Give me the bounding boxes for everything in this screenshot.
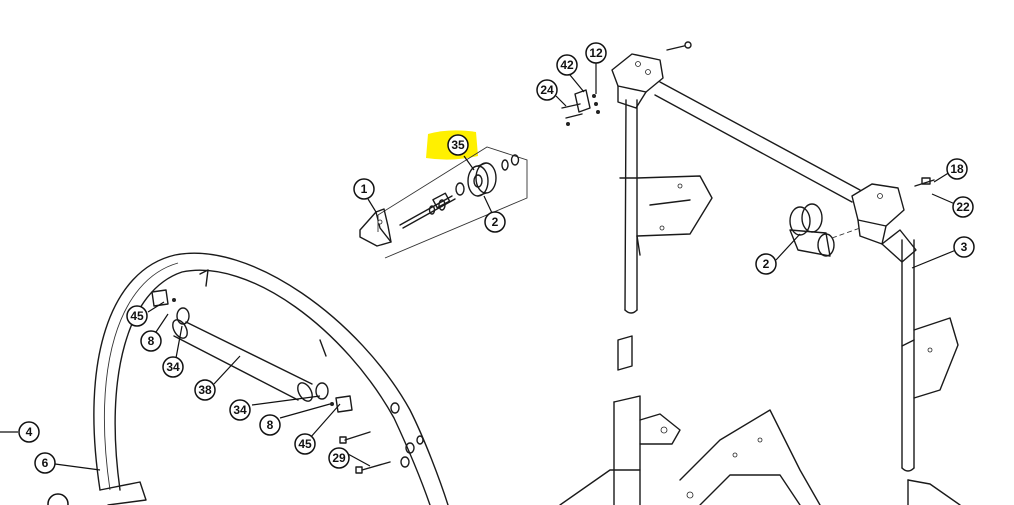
callout-layer: 35 1 2 42 12 24 18 22 [18, 42, 975, 474]
callout-1-label: 1 [361, 182, 368, 196]
roller-subassembly [359, 146, 528, 259]
callout-8b-label: 8 [267, 418, 274, 432]
callout-35-label: 35 [451, 138, 465, 152]
callout-42-label: 42 [560, 58, 574, 72]
callout-2b[interactable]: 2 [755, 253, 777, 275]
callout-6[interactable]: 6 [34, 452, 56, 474]
callout-4-label: 4 [26, 425, 33, 439]
callout-2a[interactable]: 2 [484, 211, 506, 233]
callout-12[interactable]: 12 [585, 42, 607, 64]
callout-18[interactable]: 18 [946, 158, 968, 180]
callout-8a-label: 8 [148, 334, 155, 348]
frame-assembly [559, 41, 961, 505]
leader-lines [0, 63, 957, 505]
callout-22[interactable]: 22 [952, 196, 974, 218]
callout-12-label: 12 [589, 46, 603, 60]
callout-34b-label: 34 [233, 403, 247, 417]
callout-18-label: 18 [950, 162, 964, 176]
callout-34b[interactable]: 34 [229, 399, 251, 421]
callout-8b[interactable]: 8 [259, 414, 281, 436]
callout-2b-label: 2 [763, 257, 770, 271]
callout-45a[interactable]: 45 [126, 305, 148, 327]
callout-3-label: 3 [961, 240, 968, 254]
callout-34a-label: 34 [166, 360, 180, 374]
callout-24[interactable]: 24 [536, 79, 558, 101]
arch-assembly [93, 252, 449, 505]
callout-8a[interactable]: 8 [140, 330, 162, 352]
callout-24-label: 24 [540, 83, 554, 97]
callout-22-label: 22 [956, 200, 970, 214]
callout-38-label: 38 [198, 383, 212, 397]
callout-45b[interactable]: 45 [294, 433, 316, 455]
callout-1[interactable]: 1 [353, 178, 375, 200]
callout-3[interactable]: 3 [953, 236, 975, 258]
callout-34a[interactable]: 34 [162, 356, 184, 378]
callout-2a-label: 2 [492, 215, 499, 229]
callout-29-label: 29 [332, 451, 346, 465]
callout-38[interactable]: 38 [194, 379, 216, 401]
callout-45b-label: 45 [298, 437, 312, 451]
callout-35[interactable]: 35 [447, 134, 469, 156]
callout-45a-label: 45 [130, 309, 144, 323]
callout-6-label: 6 [42, 456, 49, 470]
callout-42[interactable]: 42 [556, 54, 578, 76]
callout-29[interactable]: 29 [328, 447, 350, 469]
callout-4[interactable]: 4 [18, 421, 40, 443]
